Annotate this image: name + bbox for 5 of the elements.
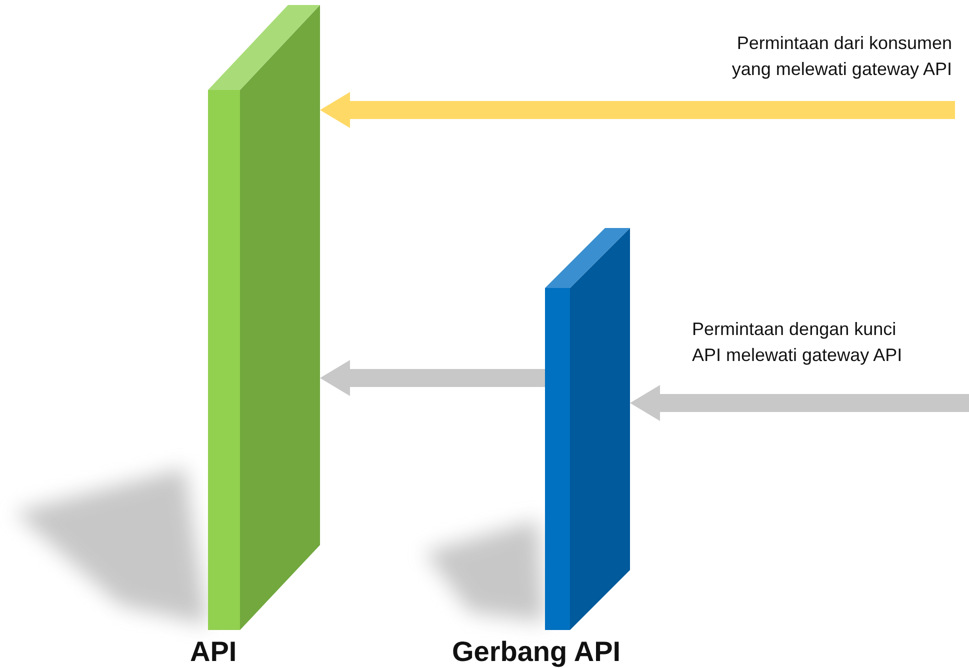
arrow [320,92,955,128]
arrow [630,385,969,421]
wall-label: API [190,636,237,668]
wall-label: Gerbang API [452,636,621,668]
arrow [320,360,545,396]
